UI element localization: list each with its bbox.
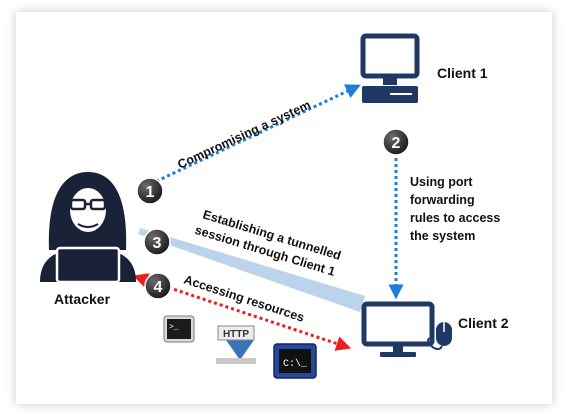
client2-computer: Client 2 xyxy=(361,301,509,357)
monitor-icon xyxy=(361,301,435,357)
cmd-text: C:\_ xyxy=(283,358,308,370)
step1-label-line: Compromising a system xyxy=(175,98,313,172)
step1-number: 1 xyxy=(146,184,155,201)
http-download-icon: HTTP xyxy=(216,325,256,364)
attacker-hacker-icon xyxy=(40,172,136,284)
mouse-icon xyxy=(426,322,452,350)
step2-label-line: rules to access xyxy=(410,211,500,225)
client1-label: Client 1 xyxy=(437,65,488,81)
monitor-icon xyxy=(360,33,420,103)
step2-label-line: the system xyxy=(410,229,475,243)
step3-number: 3 xyxy=(153,235,162,252)
step2-label: Using port forwarding rules to access th… xyxy=(410,175,504,243)
step4-number: 4 xyxy=(154,279,163,296)
step4-badge: 4 xyxy=(144,272,172,300)
step1-badge: 1 xyxy=(136,177,164,205)
step2-label-line: Using port xyxy=(410,175,473,189)
attacker-label: Attacker xyxy=(54,291,111,307)
step1-label: Compromising a system xyxy=(175,98,313,172)
step3-badge: 3 xyxy=(143,228,171,256)
client1-computer: Client 1 xyxy=(360,33,488,103)
terminal-icon: >_ xyxy=(163,315,195,343)
http-text: HTTP xyxy=(223,329,249,340)
step2-number: 2 xyxy=(392,135,401,152)
terminal-prompt: >_ xyxy=(169,323,179,332)
client2-label: Client 2 xyxy=(458,315,509,331)
step2-badge: 2 xyxy=(382,128,410,156)
command-prompt-icon: C:\_ xyxy=(273,343,317,379)
step2-label-line: forwarding xyxy=(410,193,475,207)
attacker-figure: Attacker xyxy=(40,172,136,307)
